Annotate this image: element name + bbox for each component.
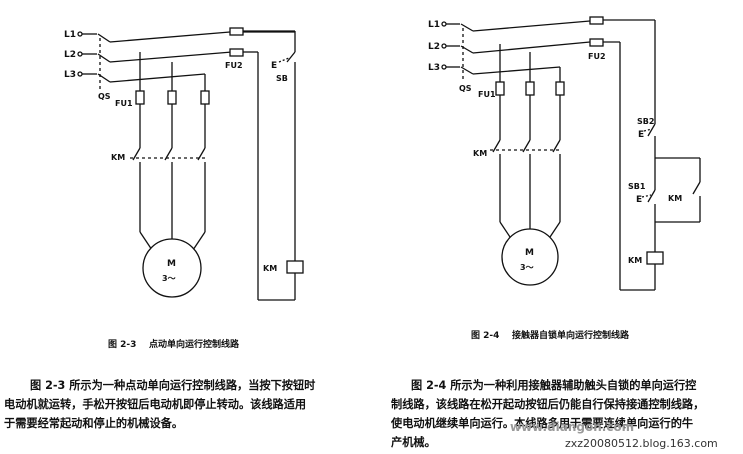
sb-e-label: E [271, 61, 277, 71]
watermark-blog: zxz20080512.blog.163.com [565, 437, 718, 450]
motor-m-label: M [167, 259, 176, 269]
fu2-label: FU2 [225, 61, 243, 70]
caption-fig-2-4: 图 2-4 接触器自锁单向运行控制线路 [471, 328, 629, 341]
motor-m-label-2: M [525, 248, 534, 258]
caption-fig-2-3: 图 2-3 点动单向运行控制线路 [108, 337, 239, 350]
motor-m-2: M 3～ [501, 228, 559, 286]
diagram-fig-2-4: L1 L2 L3 QS FU2 SB2 [428, 16, 701, 291]
paragraph-right-line-4: 产机械。 [391, 436, 436, 449]
terminal-l3-label: L3 [64, 70, 76, 80]
terminal-l1-label-2: L1 [428, 20, 440, 30]
paragraph-left: 图 2-3 所示为一种点动单向运行控制线路，当按下按钮时 电动机就运转，手松开按… [4, 376, 315, 433]
paragraph-left-line-2: 电动机就运转，手松开按钮后电动机即停止转动。该线路适用 [4, 398, 307, 411]
qs-switch: QS [97, 33, 111, 101]
supply-terminals-2: L1 L2 L3 [428, 20, 460, 73]
diagram-fig-2-3: L1 L2 L3 QS FU2 [64, 27, 304, 301]
fuse-fu2: FU2 [225, 27, 244, 70]
fu2-label-2: FU2 [588, 52, 606, 61]
terminal-l2-label: L2 [64, 50, 76, 60]
supply-terminals: L1 L2 L3 [64, 30, 97, 80]
sb1-label: SB1 [628, 182, 646, 191]
sb2-label: SB2 [637, 117, 654, 126]
paragraph-right-line-2: 制线路，该线路在松开起动按钮后仍能自行保持接通控制线路， [391, 398, 705, 411]
caption-fig-2-4-number: 图 2-4 [471, 331, 500, 341]
km-coil-label-2: KM [628, 256, 642, 265]
km-coil-2: KM [628, 251, 664, 265]
sb-pushbutton: E SB [271, 57, 290, 83]
caption-fig-2-3-number: 图 2-3 [108, 340, 137, 350]
km-main-contacts: KM [111, 147, 206, 162]
watermark-site: www.diangon.com [510, 420, 635, 434]
caption-fig-2-3-title: 点动单向运行控制线路 [148, 340, 239, 350]
motor-phase-label: 3～ [162, 274, 176, 283]
paragraph-right-line-1: 图 2-4 所示为一种利用接触器辅助触头自锁的单向运行控 [411, 379, 697, 392]
qs-switch-2: QS [459, 23, 474, 93]
sb1-start-button: SB1 E [628, 158, 656, 252]
qs-label-2: QS [459, 84, 472, 93]
fuse-fu1-2: FU1 [478, 81, 565, 99]
paragraph-right-line-3: 使电动机继续单向运行。本线路多用于需要连续单向运行的牛 [391, 417, 694, 430]
paragraph-left-line-1: 图 2-3 所示为一种点动单向运行控制线路，当按下按钮时 [30, 379, 316, 392]
km-coil: KM [263, 260, 304, 274]
km-label: KM [111, 153, 125, 162]
sb-label: SB [276, 74, 288, 83]
terminal-l3-label-2: L3 [428, 63, 440, 73]
km-aux-label: KM [668, 194, 682, 203]
terminal-l1-label: L1 [64, 30, 76, 40]
fuse-fu2-2: FU2 [588, 16, 606, 61]
terminal-l2-label-2: L2 [428, 42, 440, 52]
fu1-label: FU1 [115, 99, 133, 108]
fuse-fu1: FU1 [115, 90, 210, 108]
paragraph-left-line-3: 于需要经常起动和停止的机械设备。 [4, 417, 184, 430]
sb2-stop-button: SB2 E [637, 117, 656, 158]
km-coil-label: KM [263, 264, 277, 273]
sb2-e-label: E [638, 130, 644, 140]
sb1-e-label: E [636, 195, 642, 205]
qs-label: QS [98, 92, 111, 101]
motor-phase-label-2: 3～ [520, 263, 534, 272]
km-label-2: KM [473, 149, 487, 158]
paragraph-right: 图 2-4 所示为一种利用接触器辅助触头自锁的单向运行控 制线路，该线路在松开起… [391, 376, 704, 452]
motor-m: M 3～ [142, 238, 202, 298]
fu1-label-2: FU1 [478, 90, 496, 99]
caption-fig-2-4-title: 接触器自锁单向运行控制线路 [511, 331, 629, 341]
km-main-contacts-2: KM [473, 139, 561, 158]
